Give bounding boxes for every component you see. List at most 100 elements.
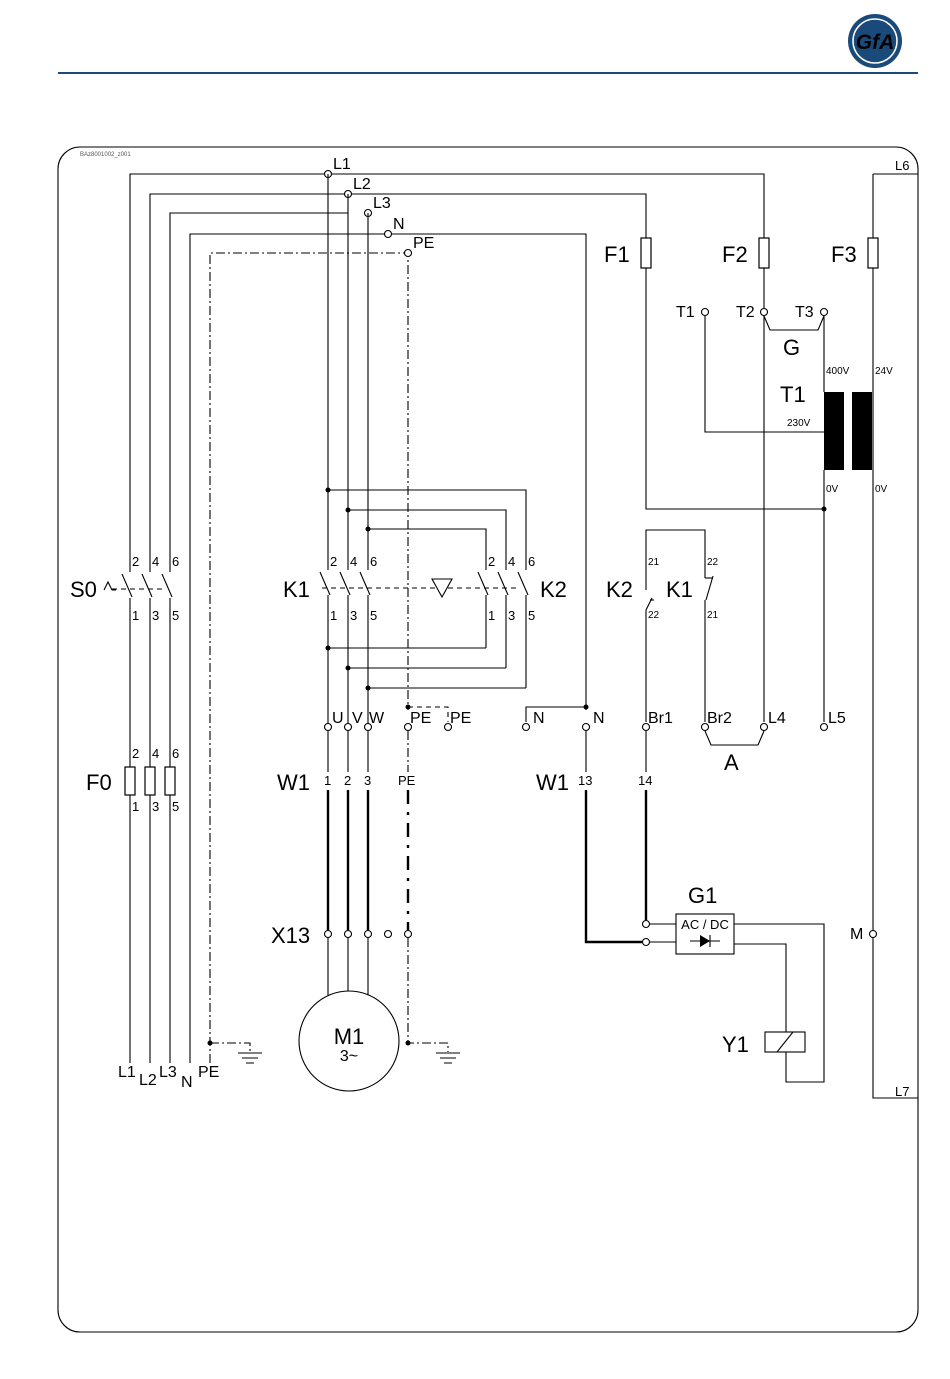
brake-cable	[586, 731, 646, 942]
label-K1-main: K1	[283, 577, 310, 602]
rail-24v	[873, 174, 918, 1098]
term-Br2: Br2	[707, 710, 732, 727]
label-230v: 230V	[787, 418, 811, 429]
w1-core-14: 14	[638, 773, 652, 788]
s0-pin-6: 6	[172, 554, 179, 569]
label-PE-top: PE	[413, 235, 434, 252]
label-S0: S0	[70, 577, 97, 602]
w1-core-13: 13	[578, 773, 592, 788]
label-PE-bottom: PE	[198, 1064, 219, 1081]
k2-aux-pin-21: 21	[648, 557, 660, 568]
f0-pin-3: 3	[152, 799, 159, 814]
term-PE-2: PE	[450, 710, 471, 727]
label-0v-primary: 0V	[826, 484, 839, 495]
k2-pin-1: 1	[488, 608, 495, 623]
k1-aux-pin-21: 21	[707, 610, 719, 621]
term-L6: L6	[895, 158, 909, 173]
k2-pin-3: 3	[508, 608, 515, 623]
brake-coil-y1	[765, 1032, 805, 1052]
k2-pin-2: 2	[488, 554, 495, 569]
k1-pin-4: 4	[350, 554, 357, 569]
label-W1-motor: W1	[277, 770, 310, 795]
label-jumper-G: G	[783, 335, 800, 360]
label-L2-bottom: L2	[139, 1072, 157, 1089]
k1-pin-3: 3	[350, 608, 357, 623]
term-W: W	[369, 710, 385, 727]
f0-pin-6: 6	[172, 746, 179, 761]
label-F2: F2	[722, 242, 748, 267]
term-T1: T1	[676, 304, 695, 321]
term-T2: T2	[736, 304, 755, 321]
s0-pin-4: 4	[152, 554, 159, 569]
label-jumper-A: A	[724, 750, 739, 775]
label-W1-brake: W1	[536, 770, 569, 795]
label-400v: 400V	[826, 366, 850, 377]
label-Y1: Y1	[722, 1032, 749, 1057]
label-N-top: N	[393, 216, 405, 233]
f0-pin-1: 1	[132, 799, 139, 814]
rectifier-text: AC / DC	[681, 917, 729, 932]
supply-buses	[130, 174, 764, 1063]
f0-pin-2: 2	[132, 746, 139, 761]
ground-left	[208, 1041, 263, 1064]
w1-core-2: 2	[344, 773, 351, 788]
label-N-bottom: N	[181, 1074, 193, 1091]
motor-label: M1	[334, 1024, 365, 1049]
label-24v: 24V	[875, 366, 893, 377]
term-N-1: N	[533, 710, 545, 727]
term-L7: L7	[895, 1084, 909, 1099]
s0-pin-1: 1	[132, 608, 139, 623]
k1-contacts	[320, 572, 370, 610]
label-L1-top: L1	[333, 156, 351, 173]
term-PE-1: PE	[410, 710, 431, 727]
k2-pin-6: 6	[528, 554, 535, 569]
label-F3: F3	[831, 242, 857, 267]
label-0v-secondary: 0V	[875, 484, 888, 495]
k1-pin-1: 1	[330, 608, 337, 623]
drawing-ref: BAz8001002_z001	[80, 152, 131, 158]
label-G1: G1	[688, 883, 717, 908]
phase-crossing	[326, 610, 527, 726]
diagram-frame	[58, 147, 918, 1332]
f0-pin-4: 4	[152, 746, 159, 761]
k2-pin-5: 5	[528, 608, 535, 623]
w1-core-1: 1	[324, 773, 331, 788]
k2-aux-pin-22: 22	[648, 610, 660, 621]
f0-fuses	[125, 767, 175, 795]
label-T1-transformer: T1	[780, 382, 806, 407]
term-L5: L5	[828, 710, 846, 727]
label-L3-bottom: L3	[159, 1064, 177, 1081]
term-V: V	[352, 710, 363, 727]
label-F0: F0	[86, 770, 112, 795]
transformer-t1	[824, 392, 872, 470]
label-F1: F1	[604, 242, 630, 267]
s0-switch	[104, 572, 176, 598]
term-U: U	[332, 710, 344, 727]
term-M: M	[850, 926, 863, 943]
motor-sub: 3~	[340, 1048, 358, 1065]
term-T3: T3	[795, 304, 814, 321]
term-L4: L4	[768, 710, 786, 727]
label-K2-main: K2	[540, 577, 567, 602]
label-L3-top: L3	[373, 195, 391, 212]
k1-pin-6: 6	[370, 554, 377, 569]
w1-core-pe: PE	[398, 773, 416, 788]
label-K1-aux: K1	[666, 577, 693, 602]
s0-pin-2: 2	[132, 554, 139, 569]
label-L2-top: L2	[353, 176, 371, 193]
term-N-2: N	[593, 710, 605, 727]
k1-pin-5: 5	[370, 608, 377, 623]
label-K2-aux: K2	[606, 577, 633, 602]
s0-pin-5: 5	[172, 608, 179, 623]
k1-pin-2: 2	[330, 554, 337, 569]
k2-contacts	[478, 572, 528, 688]
f0-pin-5: 5	[172, 799, 179, 814]
w1-core-3: 3	[364, 773, 371, 788]
label-X13: X13	[271, 923, 310, 948]
k2-pin-4: 4	[508, 554, 515, 569]
s0-pin-3: 3	[152, 608, 159, 623]
term-Br1: Br1	[648, 710, 673, 727]
motor-cable	[328, 731, 408, 930]
label-L1-bottom: L1	[118, 1064, 136, 1081]
